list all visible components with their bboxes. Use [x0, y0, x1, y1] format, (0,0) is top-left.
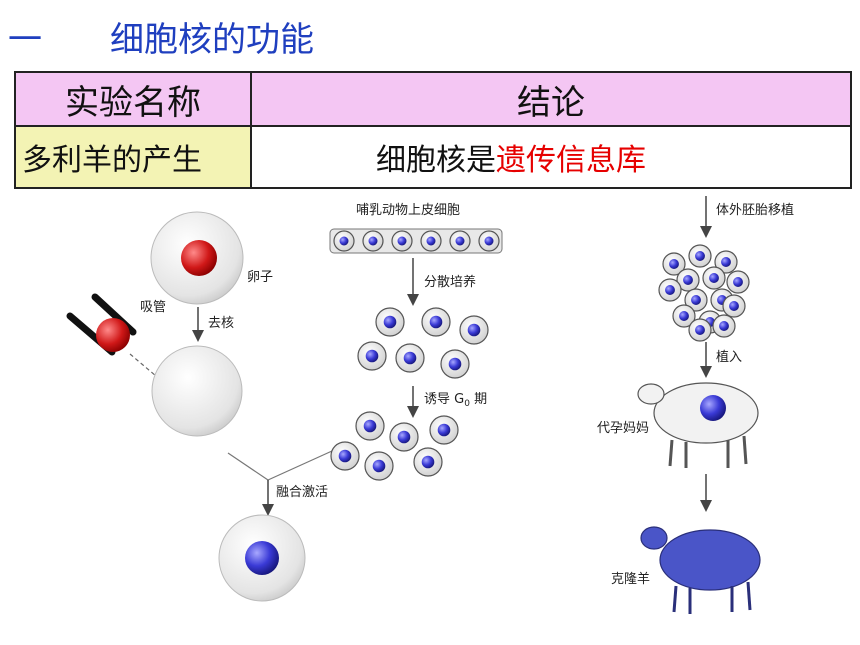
cell-experiment: 多利羊的产生	[14, 125, 252, 189]
label-egg: 卵子	[247, 270, 273, 285]
dispersed-cell	[375, 307, 405, 337]
embryo-cell	[684, 288, 708, 312]
embryo-cell	[702, 266, 726, 290]
header-conclusion: 结论	[250, 71, 852, 127]
egg-cell	[150, 211, 244, 305]
label-pipette: 吸管	[140, 300, 166, 315]
somatic-cell-row	[329, 228, 503, 254]
dispersed-cell	[357, 341, 387, 371]
label-somatic: 哺乳动物上皮细胞	[356, 203, 460, 218]
reconstructed-egg	[218, 514, 306, 602]
somatic-cell	[478, 230, 500, 252]
pipette-icon	[66, 293, 137, 356]
embryo-cluster	[658, 244, 750, 342]
label-surrogate: 代孕妈妈	[597, 421, 649, 436]
enucleated-egg	[151, 345, 243, 437]
dispersed-cell	[440, 349, 470, 379]
label-transplant: 体外胚胎移植	[716, 203, 794, 218]
somatic-cell	[362, 230, 384, 252]
label-induce: 诱导 G0 期	[424, 392, 487, 409]
table-header-row: 实验名称 结论	[14, 71, 852, 127]
surrogate-sheep-icon	[637, 382, 759, 468]
dispersed-cells	[357, 307, 489, 379]
dispersed-cell	[459, 315, 489, 345]
experiment-table: 实验名称 结论 多利羊的产生 细胞核是遗传信息库	[14, 71, 852, 189]
g0-cell	[429, 415, 459, 445]
g0-cells	[330, 411, 459, 481]
somatic-cell	[420, 230, 442, 252]
label-disperse: 分散培养	[424, 274, 476, 290]
heading-title: 细胞核的功能	[110, 20, 314, 60]
embryo-cell	[658, 278, 682, 302]
header-experiment: 实验名称	[14, 71, 252, 127]
g0-cell	[389, 422, 419, 452]
cell-conclusion: 细胞核是遗传信息库	[250, 125, 852, 189]
table-row: 多利羊的产生 细胞核是遗传信息库	[14, 125, 852, 189]
somatic-cell	[391, 230, 413, 252]
label-fusion: 融合激活	[276, 485, 328, 500]
heading-number: 一	[8, 20, 42, 60]
g0-cell	[364, 451, 394, 481]
label-implant: 植入	[716, 350, 742, 365]
dispersed-cell	[421, 307, 451, 337]
label-enucleate: 去核	[208, 316, 234, 331]
g0-cell	[355, 411, 385, 441]
conclusion-plain: 细胞核是	[376, 143, 496, 178]
conclusion-highlight: 遗传信息库	[496, 143, 646, 178]
embryo-cell	[722, 294, 746, 318]
embryo-cell	[672, 304, 696, 328]
embryo-cell	[688, 244, 712, 268]
somatic-cell	[333, 230, 355, 252]
embryo-cell	[712, 314, 736, 338]
embryo-cell	[662, 252, 686, 276]
label-clone: 克隆羊	[611, 571, 650, 587]
dispersed-cell	[395, 343, 425, 373]
embryo-cell	[726, 270, 750, 294]
embryo-cell	[688, 318, 712, 342]
clone-sheep-icon	[640, 526, 761, 614]
g0-cell	[413, 447, 443, 477]
g0-cell	[330, 441, 360, 471]
embryo-cell	[676, 268, 700, 292]
cloning-diagram: 卵子 去核 吸管 融合激活 哺乳动物上皮细胞 分散培养 诱导 G0 期 体外胚胎…	[66, 196, 794, 614]
embryo-cell	[714, 250, 738, 274]
somatic-cell	[449, 230, 471, 252]
